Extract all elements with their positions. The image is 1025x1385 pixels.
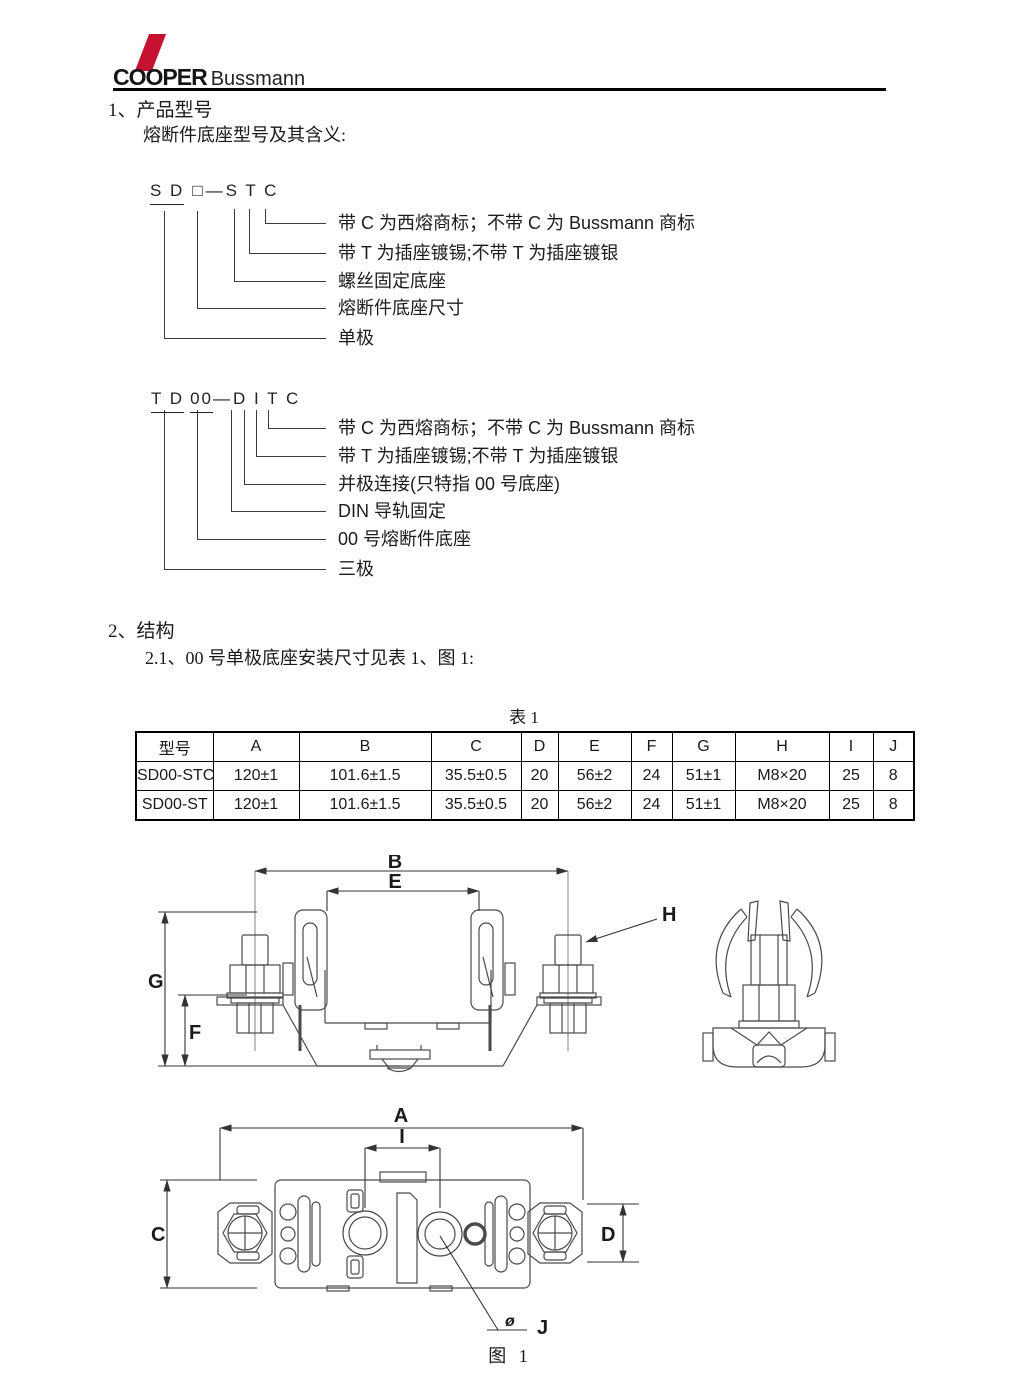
code1-connector-s [234, 209, 326, 282]
logo-brand-regular: Bussmann [210, 68, 306, 90]
code1-label-t: 带 T 为插座镀锡;不带 T 为插座镀银 [338, 243, 619, 263]
code2-connector-c [268, 410, 326, 429]
cell: 25 [828, 761, 874, 791]
cell: 8 [872, 761, 915, 791]
cell: 51±1 [671, 790, 736, 821]
cell: 101.6±1.5 [298, 761, 432, 791]
cell-model: SD00-ST [135, 790, 214, 821]
table1: 型号 A B C D E F G H I J SD00-STC 120±1 10… [135, 731, 915, 821]
side-view-drawing [702, 900, 836, 1068]
code1-label-pole: 单极 [338, 328, 374, 348]
code2-label-t: 带 T 为插座镀锡;不带 T 为插座镀银 [338, 446, 619, 466]
code1-label-c: 带 C 为西熔商标；不带 C 为 Bussmann 商标 [338, 213, 696, 233]
cell: M8×20 [734, 761, 830, 791]
col-header: D [520, 731, 559, 762]
cell: 20 [520, 761, 559, 791]
code2-connector-pole [164, 410, 326, 570]
dim-label-J: J [537, 1317, 548, 1339]
cell: 20 [520, 790, 559, 821]
code2-label-d: DIN 导轨固定 [338, 501, 446, 521]
col-header: I [828, 731, 874, 762]
dim-label-G: G [148, 971, 164, 993]
col-header: G [671, 731, 736, 762]
cell: 24 [630, 761, 673, 791]
code2-label-size: 00 号熔断件底座 [338, 529, 472, 549]
cell: 51±1 [671, 761, 736, 791]
plan-view-dimensions [160, 1124, 639, 1331]
front-view-dimensions [158, 867, 658, 1067]
code2-label-i: 并极连接(只特指 00 号底座) [338, 474, 561, 494]
cell: 25 [828, 790, 874, 821]
model-code-1: S D □—S T C [150, 181, 278, 205]
cell: 56±2 [557, 761, 632, 791]
section1-heading: 1、产品型号 [108, 100, 213, 121]
code2-label-c: 带 C 为西熔商标；不带 C 为 Bussmann 商标 [338, 418, 696, 438]
code2-dash: — [213, 389, 232, 408]
code1-connector-pole [164, 211, 326, 339]
cell-model: SD00-STC [135, 761, 214, 791]
table1-caption: 表 1 [509, 708, 539, 727]
col-header: 型号 [135, 731, 214, 762]
dim-label-E: E [388, 871, 401, 893]
col-header: A [212, 731, 300, 762]
code2-suffix-part: D I T C [233, 389, 301, 408]
header-rule [113, 88, 886, 91]
col-header: E [557, 731, 632, 762]
code2-connector-t [256, 410, 326, 457]
table-row: SD00-ST 120±1 101.6±1.5 35.5±0.5 20 56±2… [135, 790, 915, 821]
code1-pole-part: S D [150, 181, 185, 205]
diameter-symbol: ø [505, 1313, 515, 1330]
code1-label-s: 螺丝固定底座 [338, 271, 446, 291]
section2-intro: 2.1、00 号单极底座安装尺寸见表 1、图 1: [145, 648, 474, 668]
dim-label-H: H [662, 904, 676, 926]
dim-label-F: F [189, 1022, 201, 1044]
code2-connector-i [244, 410, 326, 485]
dim-label-C: C [151, 1224, 165, 1246]
logo-brand-bold: COOPER [113, 64, 208, 90]
cell: 8 [872, 790, 915, 821]
code1-dash: — [205, 181, 225, 200]
code1-connector-size [197, 211, 326, 309]
cell: 24 [630, 790, 673, 821]
section1-intro: 熔断件底座型号及其含义: [143, 125, 346, 145]
code2-connector-d [231, 410, 326, 512]
front-view-body [216, 871, 602, 1073]
cell: 35.5±0.5 [430, 790, 522, 821]
col-header: H [734, 731, 830, 762]
cell: 56±2 [557, 790, 632, 821]
col-header: F [630, 731, 673, 762]
plan-view-body [217, 1171, 583, 1292]
cell: 101.6±1.5 [298, 790, 432, 821]
dim-label-B: B [388, 855, 402, 873]
code1-size-part: □ [192, 181, 205, 200]
code2-size-part: 00 [190, 389, 213, 413]
cell: 35.5±0.5 [430, 761, 522, 791]
code1-label-size: 熔断件底座尺寸 [338, 298, 464, 318]
section2-heading: 2、结构 [108, 621, 175, 642]
col-header: B [298, 731, 432, 762]
dim-label-I: I [399, 1126, 405, 1148]
code2-pole-part: T D [151, 389, 185, 413]
code2-connector-size [197, 410, 326, 540]
table-row: SD00-STC 120±1 101.6±1.5 35.5±0.5 20 56±… [135, 761, 915, 791]
figure1-caption: 图 1 [488, 1346, 528, 1366]
dim-label-D: D [601, 1224, 615, 1246]
plan-view-drawing: A I C D ø J [151, 1105, 639, 1339]
col-header: C [430, 731, 522, 762]
code1-connector-c [265, 209, 326, 224]
cell: 120±1 [212, 790, 300, 821]
code1-suffix-part: S T C [225, 181, 279, 200]
front-view-drawing: B E G F H [148, 855, 676, 1073]
table-header-row: 型号 A B C D E F G H I J [135, 731, 915, 762]
code2-label-pole: 三极 [338, 559, 374, 579]
cell: M8×20 [734, 790, 830, 821]
dim-label-A: A [394, 1105, 408, 1127]
col-header: J [872, 731, 915, 762]
code1-connector-t [249, 209, 326, 254]
cell: 120±1 [212, 761, 300, 791]
